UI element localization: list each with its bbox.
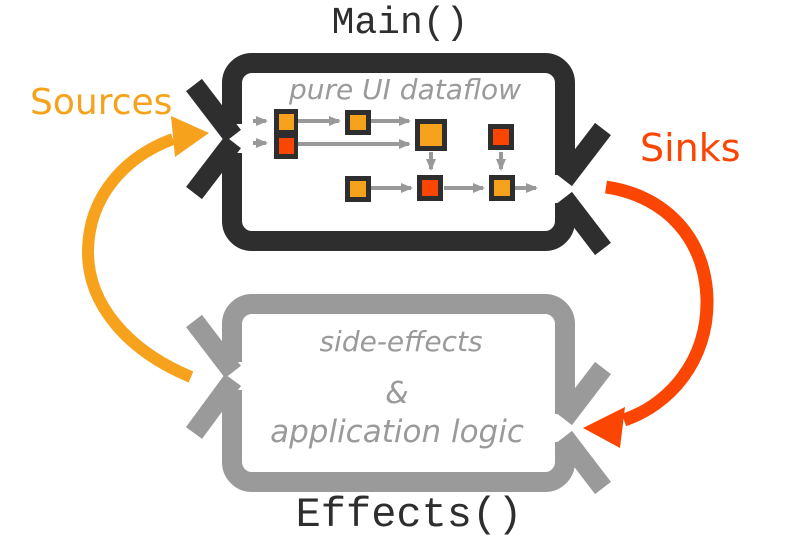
effects-box-notch-wing bbox=[186, 314, 241, 379]
node-fill bbox=[350, 181, 366, 197]
sources-curve-arrow bbox=[81, 133, 194, 383]
node-fill bbox=[279, 138, 294, 154]
stream-node bbox=[488, 124, 514, 150]
effects-box-notch-wing bbox=[556, 361, 611, 426]
main-box bbox=[186, 53, 611, 256]
node-fill bbox=[350, 115, 366, 130]
sinks-label: Sinks bbox=[640, 126, 741, 170]
main-box-notch-wing bbox=[186, 78, 241, 143]
node-fill bbox=[493, 129, 509, 145]
stream-node bbox=[345, 176, 371, 202]
effects-box-line2: & bbox=[385, 376, 408, 411]
effects-box bbox=[185, 294, 611, 495]
main-box-notch-wing bbox=[556, 122, 611, 187]
stream-node bbox=[345, 110, 371, 135]
main-box-caption: pure UI dataflow bbox=[288, 73, 521, 106]
effects-box-line1: side-effects bbox=[319, 325, 482, 358]
stream-node bbox=[417, 175, 443, 201]
effects-box-line3: application logic bbox=[270, 414, 524, 450]
node-fill bbox=[494, 180, 510, 196]
ui-dataflow-graph bbox=[253, 109, 538, 202]
sinks-curve-arrow bbox=[604, 180, 714, 427]
main-box-notch-wing bbox=[556, 191, 611, 256]
stream-node bbox=[274, 109, 298, 134]
stream-node bbox=[489, 175, 515, 201]
sources-label: Sources bbox=[30, 82, 172, 123]
sources-arrowhead-icon bbox=[171, 116, 209, 157]
node-fill bbox=[420, 124, 442, 146]
effects-box-notch-wing bbox=[185, 374, 242, 439]
stream-node bbox=[415, 119, 447, 151]
node-fill bbox=[422, 180, 438, 196]
sinks-arrowhead-icon bbox=[583, 407, 625, 448]
effects-title: Effects() bbox=[296, 491, 523, 536]
effects-box-notch-wing bbox=[556, 430, 611, 495]
main-box-notch-wing bbox=[186, 135, 241, 200]
stream-node bbox=[274, 133, 298, 159]
main-title: Main() bbox=[332, 2, 469, 45]
node-fill bbox=[279, 114, 294, 130]
